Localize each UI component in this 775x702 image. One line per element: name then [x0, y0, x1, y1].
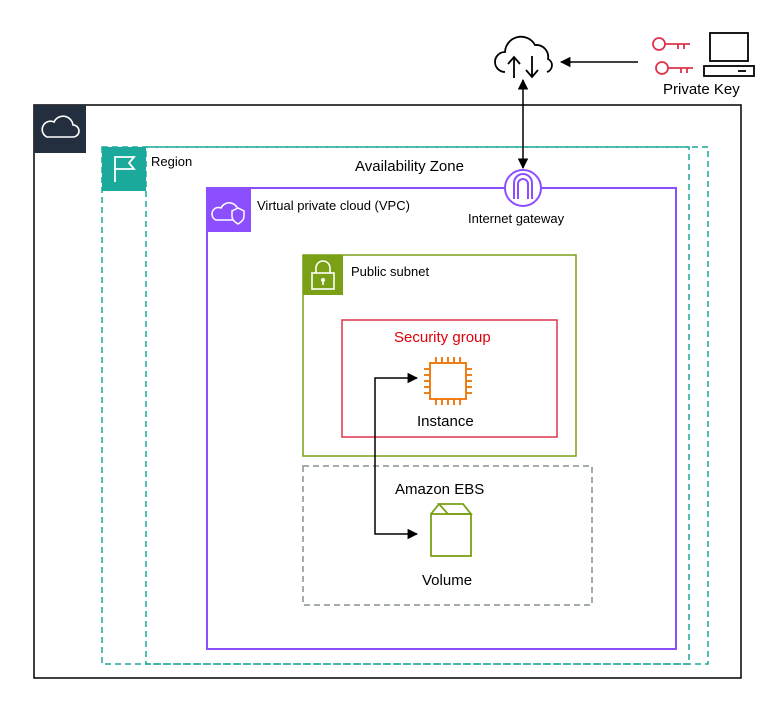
security-group-label: Security group — [394, 329, 491, 346]
lock-icon — [303, 255, 343, 295]
vpc-label: Virtual private cloud (VPC) — [257, 198, 410, 213]
availability-zone-group — [145, 146, 690, 665]
internet-gateway-label: Internet gateway — [468, 211, 565, 226]
aws-cloud-icon — [34, 105, 86, 153]
instance-label: Instance — [417, 413, 474, 430]
aws-cloud-group — [33, 104, 742, 679]
public-subnet-label: Public subnet — [351, 264, 430, 279]
internet-gateway-icon[interactable] — [504, 169, 542, 207]
vpc-icon — [207, 188, 251, 232]
laptop-icon — [703, 32, 755, 77]
public-subnet-group — [302, 254, 577, 457]
availability-zone-label: Availability Zone — [355, 158, 464, 175]
key-icon — [652, 37, 693, 75]
instance-volume-connector — [374, 372, 419, 540]
volume-label: Volume — [422, 572, 473, 589]
instance-chip-icon[interactable] — [424, 357, 472, 405]
volume-icon[interactable] — [430, 503, 473, 557]
region-label: Region — [151, 154, 193, 169]
vpc-group — [206, 187, 677, 650]
private-key-label: Private Key — [663, 81, 740, 98]
flag-icon — [102, 147, 146, 191]
amazon-ebs-group — [302, 465, 593, 606]
internet-cloud-icon — [494, 35, 553, 79]
amazon-ebs-label: Amazon EBS — [395, 481, 485, 498]
region-group — [101, 146, 709, 665]
security-group — [341, 319, 558, 438]
